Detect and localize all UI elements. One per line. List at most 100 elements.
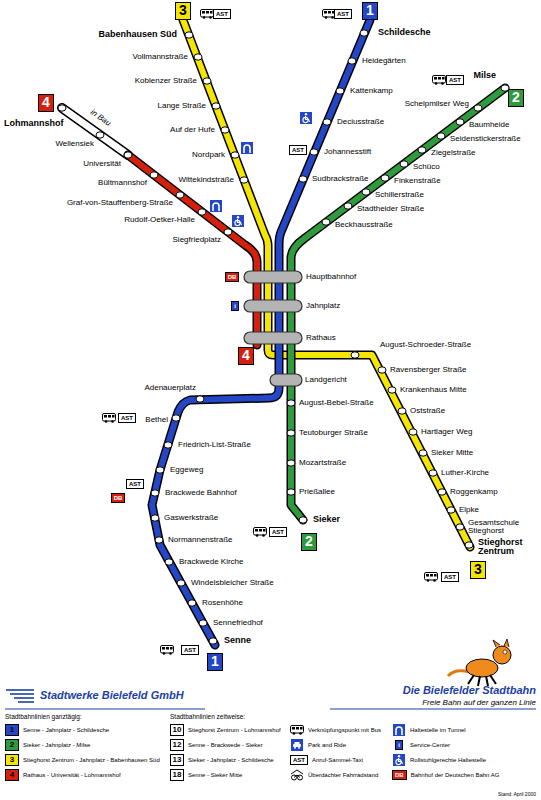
station-name: August-Bebel-Straße xyxy=(299,399,374,407)
station-name: Landgericht xyxy=(305,376,347,384)
logo-stripe xyxy=(10,693,34,695)
station-name: Stadtheider Straße xyxy=(357,205,424,213)
station-marker xyxy=(378,367,386,373)
legend-text: Stieghorst Zentrum - Lohmannshof xyxy=(188,727,281,733)
db-icon: DB xyxy=(225,272,240,282)
station-marker xyxy=(199,620,207,626)
station-name: Gesamtschule Stieghorst xyxy=(468,519,537,536)
station-name: Schillerstraße xyxy=(375,191,424,199)
legend-icon xyxy=(392,724,406,736)
legend-row: 4Rathaus - Universität - Lohmannshof xyxy=(5,769,121,781)
station-marker xyxy=(224,229,232,235)
ast-icon: AST xyxy=(181,645,199,655)
legend-row: 3Stieghorst Zentrum - Jahnplatz - Babenh… xyxy=(5,754,160,766)
station-marker xyxy=(96,132,104,138)
legend-heading: Stadtbahnlinien ganztägig: xyxy=(5,714,82,721)
terminal-name: Schildesche xyxy=(378,28,431,37)
terminal-name: Stieghorst Zentrum xyxy=(478,538,537,557)
bike-icon xyxy=(291,770,303,780)
station-name: Mozartstraße xyxy=(299,459,346,467)
ast-icon: AST xyxy=(446,75,464,85)
wheel-icon xyxy=(392,754,406,766)
legend-row: Park and Ride xyxy=(290,739,346,751)
wheelchair-icon xyxy=(232,215,244,227)
rule-line xyxy=(330,709,536,710)
line-number: 2 xyxy=(305,533,313,549)
station-marker xyxy=(299,517,307,523)
line-number: 3 xyxy=(474,561,482,577)
legend-text: Bahnhof der Deutschen Bahn AG xyxy=(411,772,500,778)
line-badge: 1 xyxy=(362,2,378,20)
station-name: Hartlager Weg xyxy=(421,428,472,436)
station-marker xyxy=(203,78,211,84)
station-name: Wellensiek xyxy=(55,140,94,148)
station-marker xyxy=(388,387,396,393)
station-marker xyxy=(124,152,132,158)
station-name: Auf der Hufe xyxy=(170,126,215,134)
station-name: Lange Straße xyxy=(158,102,206,110)
ast-icon: AST xyxy=(126,479,144,489)
rule-line xyxy=(5,709,205,710)
line-number: 1 xyxy=(211,653,219,669)
line-number: 1 xyxy=(10,725,14,735)
station-marker xyxy=(398,408,406,414)
station-name: Jahnplatz xyxy=(306,302,340,310)
ast-icon: AST xyxy=(290,755,308,765)
station-marker xyxy=(156,467,164,473)
station-marker xyxy=(447,507,455,513)
station-name: Ravensberger Straße xyxy=(390,366,466,374)
station-name: Finkenstraße xyxy=(394,177,441,185)
legend-text: Verknüpfungspunkt mit Bus xyxy=(308,727,381,733)
trunk-stop xyxy=(244,271,302,283)
station-marker xyxy=(323,119,331,125)
company-name: Stadtwerke Bielefeld GmbH xyxy=(40,690,184,702)
station-name: Deciusstraße xyxy=(337,118,384,126)
station-marker xyxy=(456,119,464,125)
station-name: Koblenzer Straße xyxy=(135,77,197,85)
line-number: 3 xyxy=(10,755,14,765)
line-swatch: 3 xyxy=(5,754,19,766)
station-name: Normannenstraße xyxy=(168,536,232,544)
logo-stripe xyxy=(18,701,34,703)
route-outline xyxy=(152,20,370,645)
station-marker xyxy=(58,105,66,111)
station-marker xyxy=(438,489,446,495)
station-marker xyxy=(419,450,427,456)
station-name: Prießallee xyxy=(299,488,335,496)
station-name: Bültmannshof xyxy=(98,179,147,187)
info-icon: i xyxy=(231,301,239,311)
legend-text: Rathaus - Universität - Lohmannshof xyxy=(23,772,121,778)
bus-icon xyxy=(291,726,304,735)
line-swatch: 2 xyxy=(5,739,19,751)
db-icon: DB xyxy=(392,770,407,780)
bus-icon xyxy=(433,76,446,85)
station-name: Schüco xyxy=(413,163,440,171)
legend-icon: DB xyxy=(392,769,407,781)
legend-row: 10Stieghorst Zentrum - Lohmannshof xyxy=(170,724,281,736)
station-marker xyxy=(177,580,185,586)
route-lines xyxy=(62,20,505,645)
route-outline xyxy=(291,88,505,520)
legend-text: Senne - Sieker Mitte xyxy=(188,772,242,778)
station-name: Rudolf-Oetker-Halle xyxy=(124,216,195,224)
station-name: Oststraße xyxy=(410,407,445,415)
station-marker xyxy=(155,537,163,543)
trunk-stop xyxy=(244,300,302,312)
legend-text: Sieker - Jahnplatz - Milse xyxy=(23,742,90,748)
station-name: August-Schroeder-Straße xyxy=(380,341,471,349)
station-name: Kattenkamp xyxy=(350,87,393,95)
legend-text: Service-Center xyxy=(410,742,450,748)
station-marker xyxy=(400,161,408,167)
route-line-3 xyxy=(183,20,470,547)
line-sample: 18 xyxy=(170,769,184,781)
line-number: 12 xyxy=(173,740,182,750)
legend-row: iService-Center xyxy=(392,739,450,751)
station-marker xyxy=(310,149,318,155)
legend-text: Park and Ride xyxy=(308,742,346,748)
station-marker xyxy=(151,490,159,496)
station-name: Heidegärten xyxy=(362,57,406,65)
station-marker xyxy=(351,352,359,358)
wheel-icon xyxy=(393,754,405,766)
tunnel-icon xyxy=(392,724,406,736)
